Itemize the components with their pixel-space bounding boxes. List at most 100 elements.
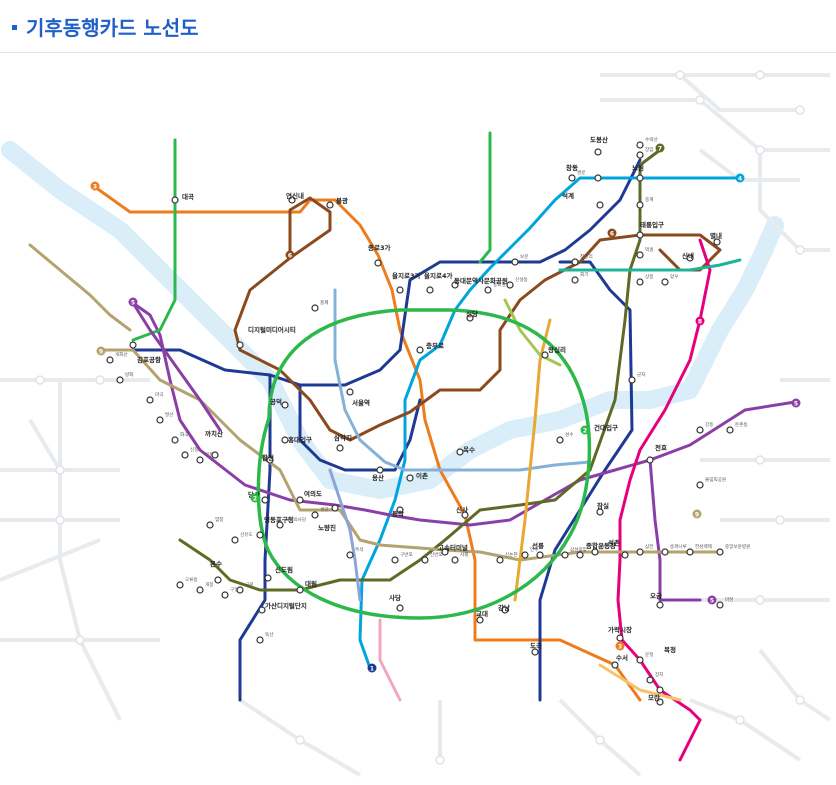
station-euljiro3[interactable] — [396, 286, 404, 294]
station-sports[interactable] — [576, 551, 584, 559]
station-dongmyo[interactable] — [484, 286, 492, 294]
station-sindorim[interactable] — [264, 574, 272, 582]
station-samgakji[interactable] — [336, 444, 344, 452]
station-chungmuro[interactable] — [416, 346, 424, 354]
station-sapyeong[interactable] — [451, 556, 459, 564]
station-mokdong[interactable] — [196, 456, 204, 464]
station-dmc[interactable] — [236, 341, 244, 349]
station-sinbanpo[interactable] — [421, 556, 429, 564]
station-hanseong[interactable] — [686, 548, 694, 556]
station-seonyudo[interactable] — [231, 536, 239, 544]
station-daegok[interactable] — [171, 196, 179, 204]
station-jamsil[interactable] — [596, 508, 604, 516]
station-gimpo[interactable] — [129, 341, 137, 349]
station-dogok[interactable] — [531, 648, 539, 656]
station-dobongsan[interactable] — [594, 148, 602, 156]
station-ogeum[interactable] — [656, 601, 664, 609]
station-olympic[interactable] — [696, 481, 704, 489]
station-seokgye[interactable] — [596, 201, 604, 209]
station-bokjeong[interactable] — [656, 686, 664, 694]
station-jangam[interactable] — [636, 151, 644, 159]
station-yongsan[interactable] — [376, 466, 384, 474]
station-seongsu[interactable] — [556, 436, 564, 444]
station-yeomchang[interactable] — [206, 521, 214, 529]
station-kkachisan[interactable] — [211, 451, 219, 459]
station-sindang[interactable] — [466, 314, 474, 322]
station-oksu[interactable] — [456, 448, 464, 456]
station-seoul[interactable] — [346, 388, 354, 396]
station-sangbong[interactable] — [636, 278, 644, 286]
station-byeollae[interactable] — [713, 238, 721, 246]
station-saetgang[interactable] — [311, 511, 319, 519]
station-dunchon[interactable] — [726, 426, 734, 434]
station-sadang[interactable] — [396, 604, 404, 612]
station-cheonho[interactable] — [646, 456, 654, 464]
station-bomun[interactable] — [511, 258, 519, 266]
station-mangu[interactable] — [661, 278, 669, 286]
station-gaebong[interactable] — [196, 586, 204, 594]
station-gangdong[interactable] — [696, 426, 704, 434]
station-magok[interactable] — [146, 396, 154, 404]
station-gaehwasan[interactable] — [106, 356, 114, 364]
station-noryangjin[interactable] — [331, 504, 339, 512]
station-ydpgucheong[interactable] — [256, 531, 264, 539]
station-sinnae[interactable] — [686, 254, 694, 262]
station-moran[interactable] — [656, 698, 664, 706]
station-seokchon[interactable] — [621, 551, 629, 559]
station-bohun[interactable] — [716, 548, 724, 556]
station-ichon[interactable] — [406, 474, 414, 482]
station-doksan[interactable] — [256, 636, 264, 644]
station-macheon[interactable] — [716, 601, 724, 609]
station-gasan[interactable] — [258, 606, 266, 614]
station-taereung[interactable] — [636, 231, 644, 239]
station-hongdae[interactable] — [281, 436, 289, 444]
station-euljiro4[interactable] — [426, 286, 434, 294]
station-garak[interactable] — [616, 634, 624, 642]
station-meokgol[interactable] — [636, 251, 644, 259]
station-junggye[interactable] — [636, 201, 644, 209]
station-bulgwang[interactable] — [326, 201, 334, 209]
station-express[interactable] — [441, 548, 449, 556]
station-sinjeong[interactable] — [181, 451, 189, 459]
station-gyodae[interactable] — [476, 616, 484, 624]
station-sinseoldong[interactable] — [506, 281, 514, 289]
station-national[interactable] — [276, 521, 284, 529]
station-cheongnyangni[interactable] — [571, 258, 579, 266]
station-samsungjungang[interactable] — [561, 551, 569, 559]
station-songpanaru[interactable] — [661, 548, 669, 556]
station-jongno3[interactable] — [374, 259, 382, 267]
station-banghwa[interactable] — [116, 376, 124, 384]
station-hongje[interactable] — [311, 304, 319, 312]
station-munjeong[interactable] — [636, 656, 644, 664]
station-samjeon[interactable] — [636, 548, 644, 556]
station-oryu[interactable] — [176, 581, 184, 589]
station-dangsan[interactable] — [261, 496, 269, 504]
station-hapjeong[interactable] — [266, 456, 274, 464]
station-balsan[interactable] — [156, 416, 164, 424]
station-changdong[interactable] — [594, 174, 602, 182]
station-daerim[interactable] — [296, 586, 304, 594]
station-sinsa[interactable] — [461, 511, 469, 519]
station-guil[interactable] — [221, 591, 229, 599]
station-seolleung[interactable] — [536, 551, 544, 559]
station-jangji[interactable] — [646, 676, 654, 684]
station-dongjak[interactable] — [396, 506, 404, 514]
station-hoegi[interactable] — [571, 276, 579, 284]
station-yeonsinnae[interactable] — [288, 196, 296, 204]
station-gunja[interactable] — [628, 376, 636, 384]
station-hwagok[interactable] — [171, 436, 179, 444]
station-guro[interactable] — [236, 586, 244, 594]
station-heukseok[interactable] — [346, 551, 354, 559]
station-ssangmun[interactable] — [568, 174, 576, 182]
station-gongdeok[interactable] — [281, 401, 289, 409]
station-gangnam[interactable] — [501, 606, 509, 614]
station-gubanpo[interactable] — [391, 556, 399, 564]
station-bongeunsa[interactable] — [591, 548, 599, 556]
station-wangsimni[interactable] — [541, 351, 549, 359]
station-eonju[interactable] — [521, 551, 529, 559]
station-ddp[interactable] — [451, 281, 459, 289]
station-suraksan[interactable] — [636, 141, 644, 149]
station-suseo[interactable] — [611, 661, 619, 669]
station-yeouido[interactable] — [296, 496, 304, 504]
